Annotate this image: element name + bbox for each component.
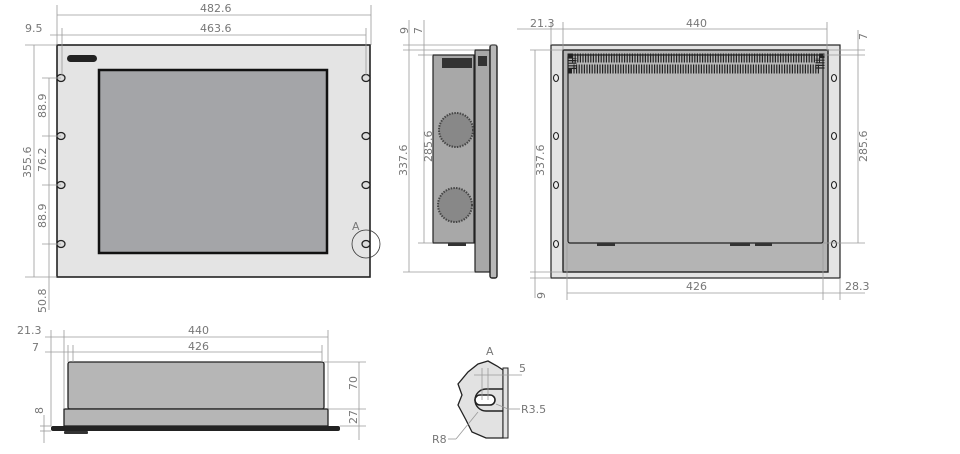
- dim-hole-span: 463.6: [200, 22, 232, 35]
- bottom-flange: [51, 426, 340, 431]
- dim-bottom-inner-offset: 7: [32, 341, 39, 354]
- fan-grille-icon: [438, 112, 474, 148]
- front-view: A 482.6 463.6 9.5 355.6 88.9 76.2 88.9 5…: [21, 2, 381, 314]
- rear-vent-slots: [567, 53, 825, 74]
- side-bezel: [474, 49, 491, 273]
- dim-rear-top-offset: 7: [857, 33, 870, 40]
- dim-rear-bottom-offset: 9: [535, 292, 548, 299]
- dim-rear-width: 440: [686, 17, 707, 30]
- dim-rear-bottom-width: 426: [686, 280, 707, 293]
- side-vent: [442, 58, 472, 68]
- display-screen: [97, 68, 329, 255]
- detail-a-title: A: [486, 345, 494, 358]
- dim-depth-lower: 27: [347, 410, 360, 424]
- dim-flange: 8: [33, 407, 46, 414]
- dim-overall-height: 355.6: [21, 147, 34, 179]
- dim-rear-body-height: 285.6: [857, 131, 870, 163]
- dim-slot-radius: R3.5: [521, 403, 546, 416]
- bottom-bezel: [63, 408, 329, 427]
- dim-edge-offset: 9.5: [25, 22, 43, 35]
- bottom-view: 21.3 440 7 426 70 27 8: [17, 324, 366, 443]
- detail-a-view: A 5 R3.5 R8: [432, 345, 546, 446]
- dim-flange-top: 9: [398, 27, 411, 34]
- dim-side-height: 337.6: [397, 145, 410, 177]
- dim-side-body-height: 285.6: [422, 131, 435, 163]
- bottom-body: [67, 361, 325, 410]
- fan-grille-icon: [437, 187, 473, 223]
- dim-bottom-inner-width: 426: [188, 340, 209, 353]
- side-flange: [489, 44, 498, 279]
- dim-pitch-top: 88.9: [36, 94, 49, 119]
- dim-bottom-width: 440: [188, 324, 209, 337]
- dim-pitch-mid: 76.2: [36, 148, 49, 173]
- dim-overall-width: 482.6: [200, 2, 232, 15]
- detail-slot: [474, 394, 496, 406]
- dim-slot-width: 5: [519, 362, 526, 375]
- rear-view: 21.3 440 7 337.6 285.6 426 28.3 9: [517, 17, 870, 300]
- dim-outer-radius: R8: [432, 433, 447, 446]
- dim-rear-height: 337.6: [534, 145, 547, 177]
- logo-badge: [67, 55, 97, 62]
- dim-depth-upper: 70: [347, 376, 360, 390]
- dim-bottom-offset: 50.8: [36, 289, 49, 314]
- dim-pitch-bottom: 88.9: [36, 204, 49, 229]
- dim-rear-right-offset: 28.3: [845, 280, 870, 293]
- side-view: 9 7 337.6 285.6: [397, 20, 498, 279]
- dim-bottom-left-offset: 21.3: [17, 324, 42, 337]
- dim-rear-left-offset: 21.3: [530, 17, 555, 30]
- dim-body-top: 7: [412, 27, 425, 34]
- detail-marker: A: [352, 220, 360, 233]
- side-vent-2: [478, 56, 487, 66]
- rear-panel: [567, 54, 824, 244]
- detail-a-circle: [351, 229, 381, 259]
- rear-mounting-holes: [552, 73, 838, 249]
